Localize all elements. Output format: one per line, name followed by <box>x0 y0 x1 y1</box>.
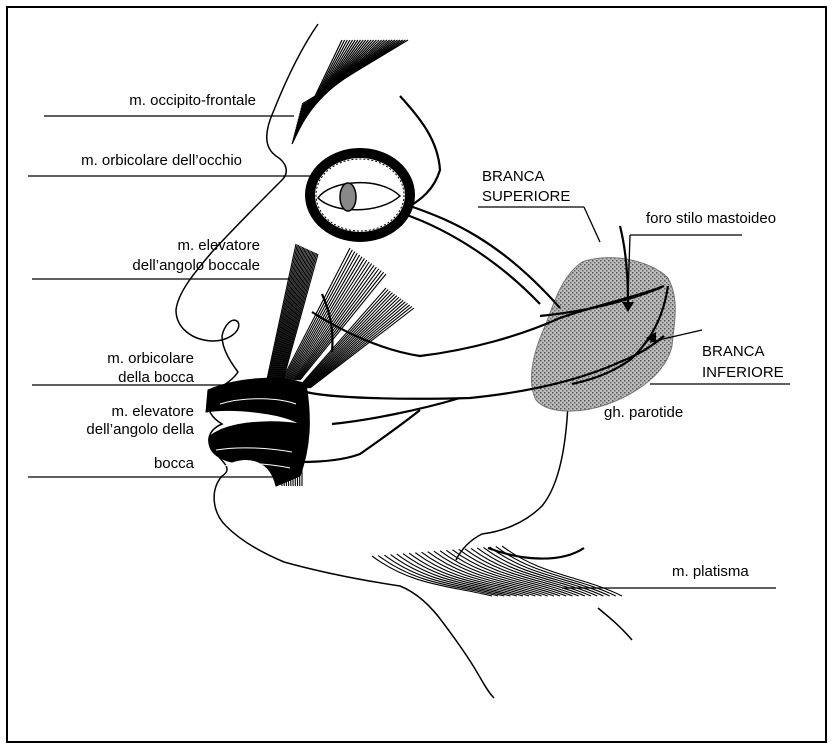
label-orbicolare-bocca-1: m. orbicolare <box>40 350 194 368</box>
orbicularis-oculi-muscle <box>310 153 410 237</box>
neck-line <box>456 404 568 560</box>
label-occipito-frontale: m. occipito-frontale <box>60 92 256 110</box>
label-elev-angolo-bocca-1: m. elevatore <box>40 403 194 421</box>
label-elev-angolo-bocca-3: bocca <box>40 455 194 473</box>
label-elev-angolo-bocca-2: dell’angolo della <box>40 421 194 439</box>
eye-iris <box>340 183 356 211</box>
label-orbicolare-occhio: m. orbicolare dell’occhio <box>30 152 242 170</box>
neck-lower <box>598 608 632 640</box>
label-elevatore-2: dell’angolo boccale <box>60 257 260 275</box>
label-branca-superiore-2: SUPERIORE <box>482 188 570 206</box>
label-branca-superiore-1: BRANCA <box>482 168 545 186</box>
label-branca-inferiore-2: INFERIORE <box>702 364 784 382</box>
orbicularis-oris-muscle <box>206 378 309 486</box>
label-branca-inferiore-1: BRANCA <box>702 343 765 361</box>
label-elevatore-1: m. elevatore <box>60 237 260 255</box>
label-parotide: gh. parotide <box>604 404 683 422</box>
label-orbicolare-bocca-2: della bocca <box>40 369 194 387</box>
label-foro-stilo-mastoideo: foro stilo mastoideo <box>646 210 776 228</box>
occipito-frontale-muscle <box>292 40 408 144</box>
label-platisma: m. platisma <box>672 563 749 581</box>
